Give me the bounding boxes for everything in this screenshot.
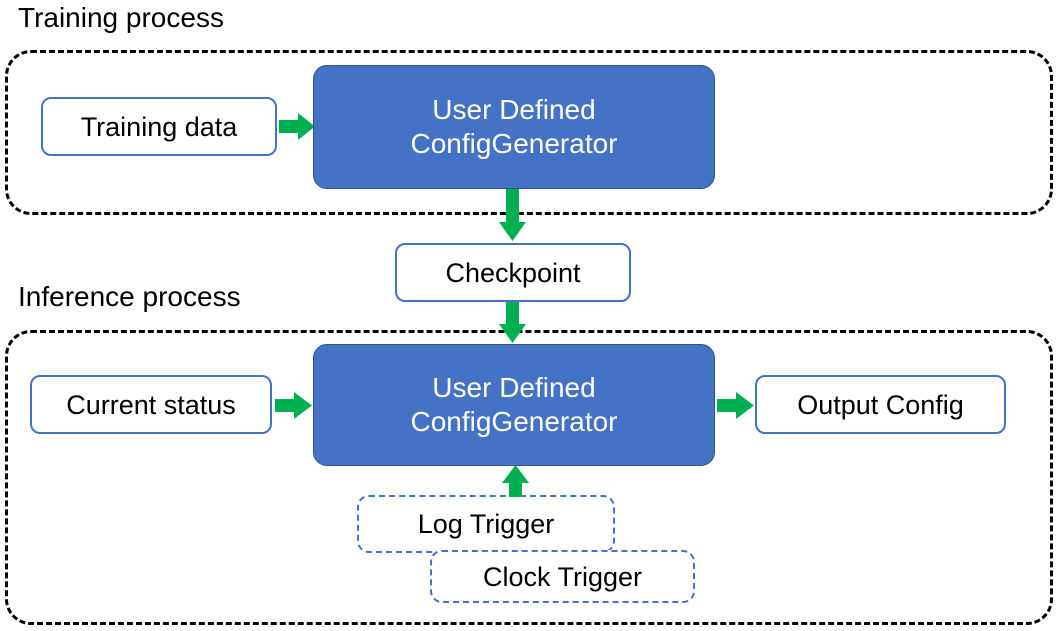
clock-trigger-box[interactable]: Clock Trigger [430,550,695,603]
training-data-box[interactable]: Training data [41,97,277,156]
output-config-box[interactable]: Output Config [755,375,1006,434]
log-trigger-box[interactable]: Log Trigger [357,495,615,553]
log-trigger-label: Log Trigger [417,509,555,539]
inference-config-generator-line1: User Defined [432,372,596,403]
training-data-label: Training data [80,111,238,142]
inference-config-generator-box[interactable]: User Defined ConfigGenerator [313,344,715,466]
current-status-label: Current status [66,389,236,420]
inference-config-generator-line2: ConfigGenerator [410,406,618,437]
inference-process-container [5,330,1053,625]
clock-trigger-label: Clock Trigger [482,561,643,592]
inference-process-caption: Inference process [18,281,241,312]
output-config-label: Output Config [797,389,964,420]
training-config-generator-box[interactable]: User Defined ConfigGenerator [313,65,715,189]
checkpoint-box[interactable]: Checkpoint [395,243,631,302]
training-process-caption: Training process [18,2,224,33]
training-config-generator-line2: ConfigGenerator [410,128,618,159]
training-process-container [5,50,1053,215]
checkpoint-label: Checkpoint [445,257,581,288]
current-status-box[interactable]: Current status [30,375,272,434]
training-config-generator-line1: User Defined [432,94,596,125]
